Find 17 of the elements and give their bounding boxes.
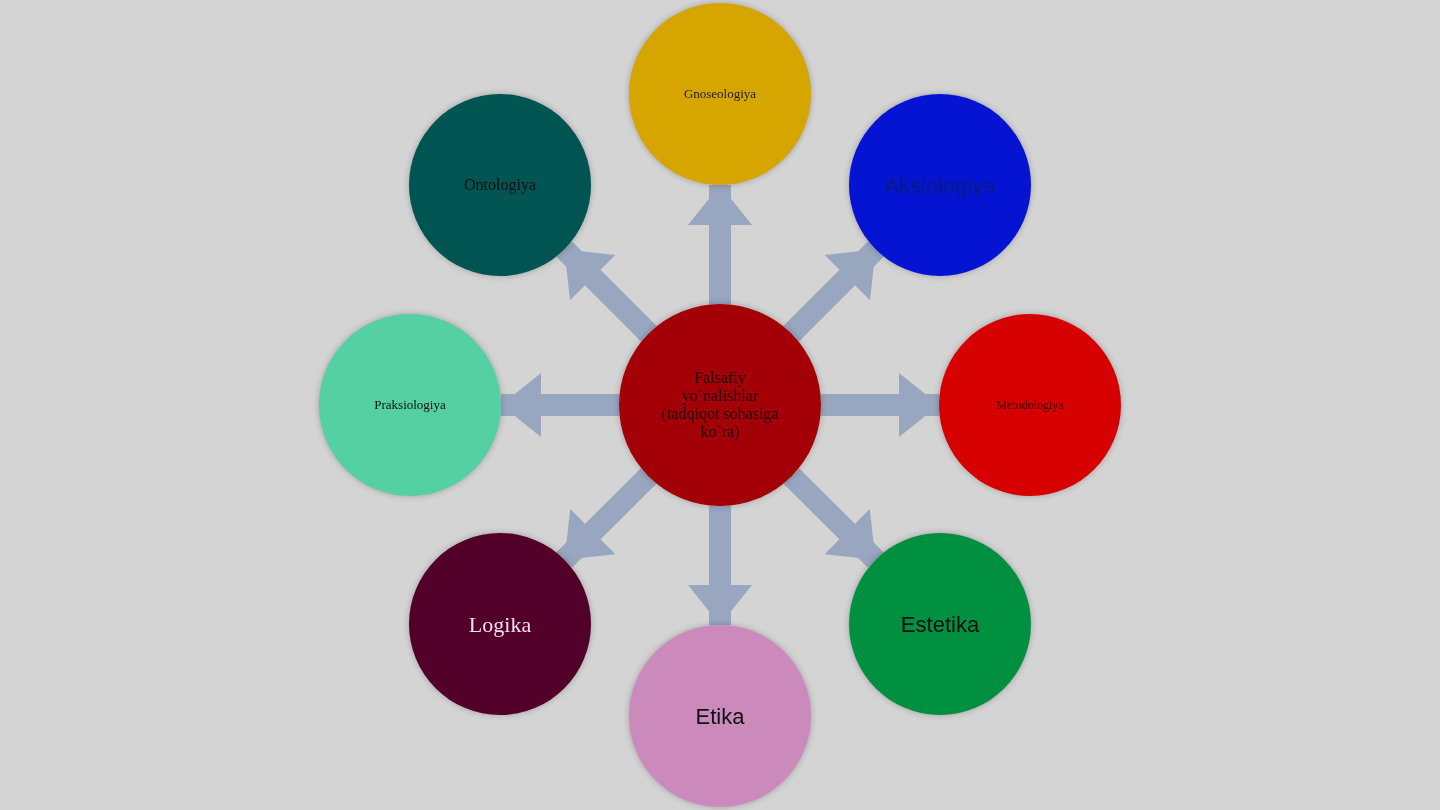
node-label: Estetika — [900, 610, 980, 639]
block-arrow — [556, 241, 657, 342]
node-label: Ontologiya — [464, 175, 536, 196]
node-label: Logika — [468, 610, 532, 639]
node-label: Metodologiya — [996, 397, 1064, 414]
block-arrow — [783, 241, 884, 342]
block-arrow — [556, 468, 657, 568]
block-arrow — [688, 506, 752, 625]
node-label: Praksiologiya — [374, 396, 446, 415]
node-label: Etika — [695, 702, 745, 731]
node-label: Aksiologiya — [884, 171, 996, 200]
block-arrow — [688, 185, 752, 304]
node-label: Falsafiy yo`nalishlar (tadqiqot sohasiga ko`ra) — [660, 369, 780, 441]
block-arrow — [821, 373, 939, 437]
block-arrow — [783, 468, 884, 568]
block-arrow — [501, 373, 619, 437]
node-label: Gnoseologiya — [683, 85, 757, 104]
